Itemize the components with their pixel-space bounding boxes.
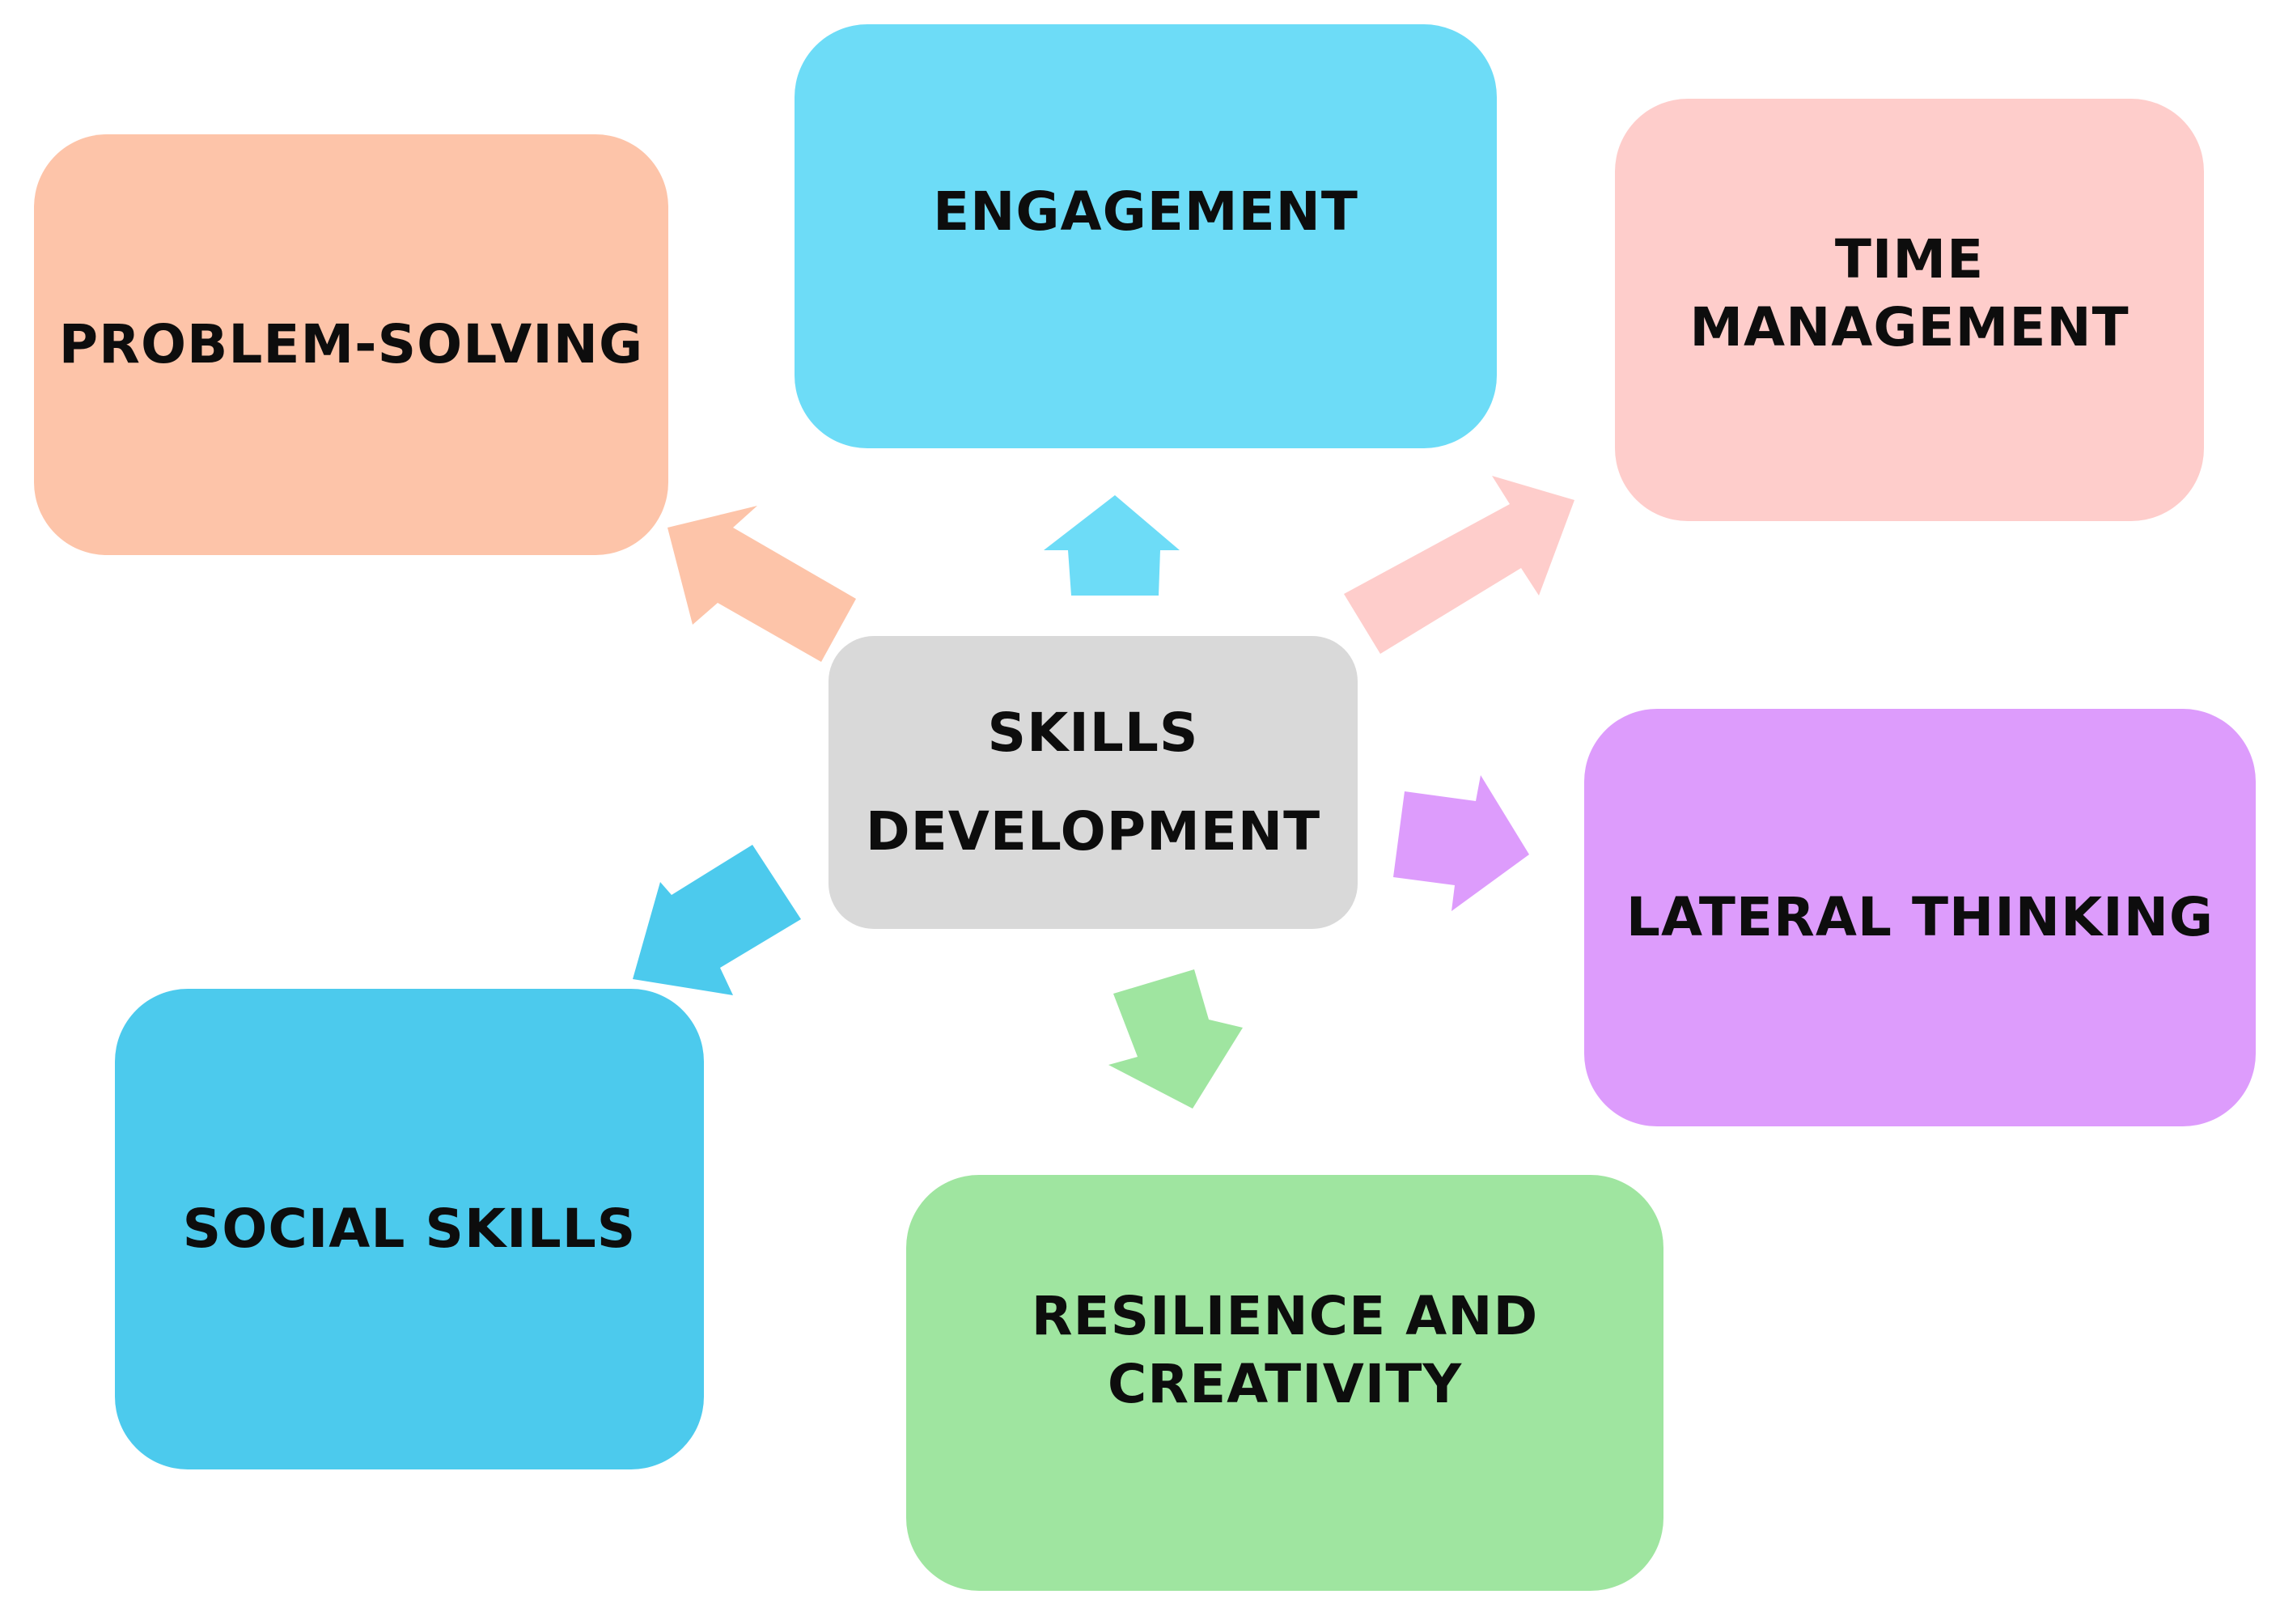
social-skills-label: SOCIAL SKILLS	[182, 1197, 637, 1260]
engagement-node: ENGAGEMENT	[795, 24, 1497, 448]
engagement-label: ENGAGEMENT	[933, 180, 1358, 243]
social-skills-node: SOCIAL SKILLS	[115, 989, 704, 1469]
arrow-to-engagement	[1044, 495, 1180, 596]
arrow-to-social-skills	[633, 845, 801, 995]
problem-solving-label: PROBLEM-SOLVING	[58, 312, 644, 375]
resilience-and-creativity-node: RESILIENCE AND CREATIVITY	[906, 1175, 1663, 1591]
skills-development-node: SKILLS DEVELOPMENT	[829, 636, 1358, 929]
arrow-to-time-management	[1344, 476, 1574, 654]
arrow-to-problem-solving	[667, 506, 856, 662]
lateral-thinking-label: LATERAL THINKING	[1625, 885, 2214, 948]
time-management-node: TIME MANAGEMENT	[1615, 99, 2204, 521]
resilience-and-creativity-label: RESILIENCE AND CREATIVITY	[1031, 1284, 1539, 1415]
arrow-to-resilience	[1108, 969, 1243, 1109]
time-management-label: TIME MANAGEMENT	[1689, 227, 2130, 358]
arrow-to-lateral-thinking	[1393, 775, 1529, 911]
lateral-thinking-node: LATERAL THINKING	[1584, 709, 2256, 1126]
skills-development-label: SKILLS DEVELOPMENT	[865, 701, 1321, 863]
problem-solving-node: PROBLEM-SOLVING	[34, 134, 668, 555]
